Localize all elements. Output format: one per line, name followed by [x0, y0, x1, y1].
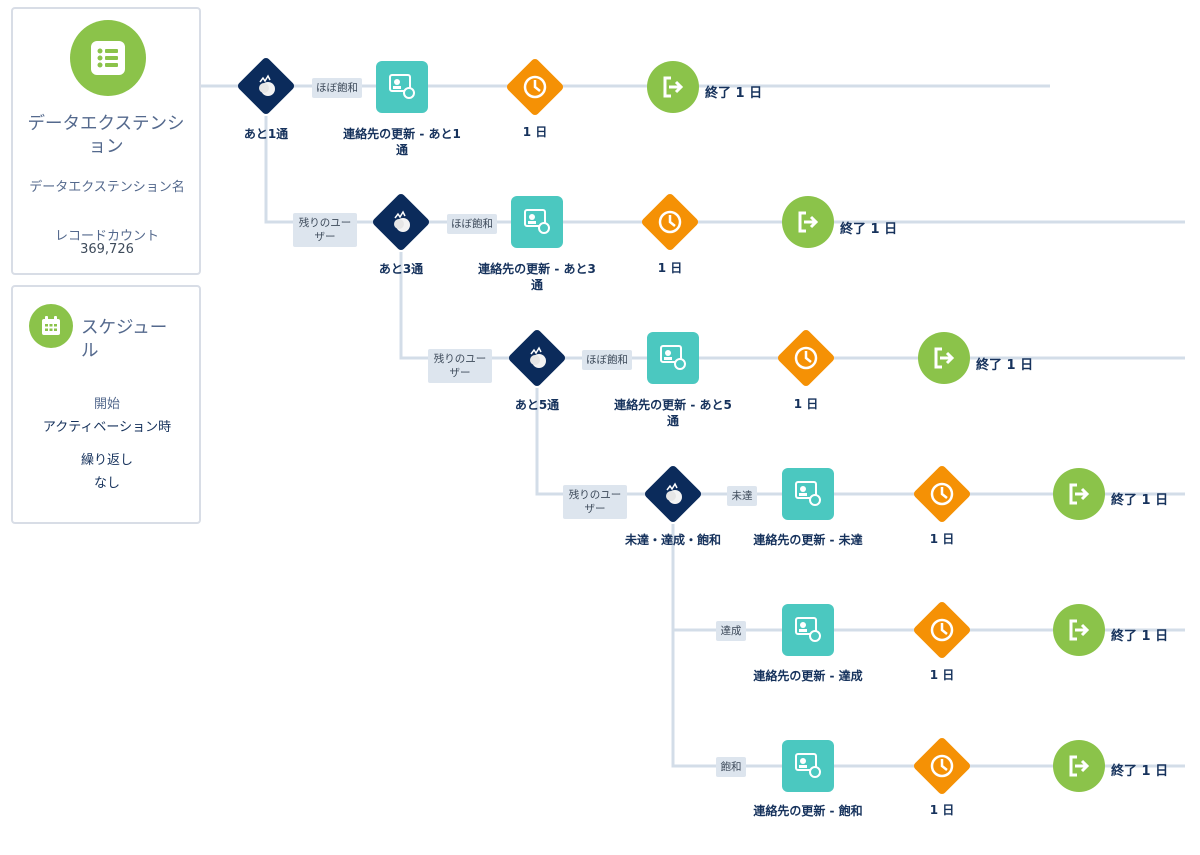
end-sub-2[interactable] — [1053, 740, 1105, 792]
contact-update-icon — [647, 332, 699, 384]
decision-split-2[interactable] — [371, 192, 431, 252]
update-contact-3[interactable] — [647, 332, 699, 384]
update-label-sub-2: 連絡先の更新 - 飽和 — [753, 804, 863, 818]
wait-label-1: 1 日 — [522, 125, 548, 139]
record-count-label: レコードカウント — [54, 229, 159, 244]
schedule-repeat-label: 繰り返し — [80, 453, 133, 468]
end-label-4: 終了 1 日 — [1111, 493, 1169, 508]
end-label-2: 終了 1 日 — [840, 222, 898, 237]
end-2[interactable] — [782, 196, 834, 248]
clock-icon — [913, 465, 971, 523]
update-label-3: 連絡先の更新 - あと5通 — [614, 398, 732, 428]
remaining-tag-2: 残りのユーザー — [293, 213, 357, 247]
exit-icon — [782, 196, 834, 248]
wait-2[interactable] — [640, 192, 700, 252]
data-extension-title: データエクステンション — [27, 114, 185, 157]
remaining-tag-3: 残りのユーザー — [428, 349, 492, 383]
exit-icon — [1053, 740, 1105, 792]
end-3[interactable] — [918, 332, 970, 384]
wait-label-sub-2: 1 日 — [929, 803, 955, 817]
wait-label-2: 1 日 — [657, 261, 683, 275]
split-label-1: あと1通 — [243, 127, 289, 141]
exit-icon — [1053, 604, 1105, 656]
update-contact-sub-1[interactable] — [782, 604, 834, 656]
end-sub-1[interactable] — [1053, 604, 1105, 656]
split-icon — [237, 57, 295, 115]
wait-4[interactable] — [912, 464, 972, 524]
end-label-3: 終了 1 日 — [976, 358, 1034, 373]
path-tag-3: ほぼ飽和 — [582, 350, 632, 370]
wait-3[interactable] — [776, 328, 836, 388]
data-extension-name: データエクステンション名 — [29, 180, 185, 195]
clock-icon — [641, 193, 699, 251]
decision-split-3[interactable] — [507, 328, 567, 388]
exit-icon — [1053, 468, 1105, 520]
clock-icon — [913, 737, 971, 795]
update-label-4: 連絡先の更新 - 未達 — [753, 533, 863, 547]
data-extension-card[interactable]: データエクステンション データエクステンション名 レコードカウント 369,72… — [11, 7, 201, 275]
schedule-title: スケジュール — [81, 318, 168, 361]
split-icon — [644, 465, 702, 523]
contact-update-icon — [782, 740, 834, 792]
schedule-card[interactable]: スケジュール 開始 アクティベーション時 繰り返し なし — [11, 285, 201, 524]
clock-icon — [506, 58, 564, 116]
schedule-start-value: アクティベーション時 — [42, 420, 172, 435]
update-contact-4[interactable] — [782, 468, 834, 520]
wait-label-4: 1 日 — [929, 532, 955, 546]
end-label-sub-2: 終了 1 日 — [1111, 764, 1169, 779]
wait-label-sub-1: 1 日 — [929, 668, 955, 682]
end-1[interactable] — [647, 61, 699, 113]
wait-label-3: 1 日 — [793, 397, 819, 411]
contact-update-icon — [782, 604, 834, 656]
exit-icon — [647, 61, 699, 113]
connector-sub-2 — [671, 524, 1185, 768]
end-label-sub-1: 終了 1 日 — [1111, 629, 1169, 644]
path-tag-4: 未達 — [727, 486, 757, 506]
schedule-start-label: 開始 — [93, 397, 120, 412]
contact-update-icon — [511, 196, 563, 248]
contact-update-icon — [376, 61, 428, 113]
split-icon — [372, 193, 430, 251]
update-label-sub-1: 連絡先の更新 - 達成 — [753, 669, 863, 683]
exit-icon — [918, 332, 970, 384]
clock-icon — [913, 601, 971, 659]
calendar-icon — [29, 304, 73, 348]
connector-row-2 — [264, 116, 1185, 224]
wait-sub-2[interactable] — [912, 736, 972, 796]
list-icon — [70, 20, 146, 96]
schedule-repeat-value: なし — [93, 476, 120, 491]
split-label-2: あと3通 — [378, 262, 424, 276]
contact-update-icon — [782, 468, 834, 520]
path-tag-sub-2: 飽和 — [716, 757, 746, 777]
clock-icon — [777, 329, 835, 387]
path-tag-1: ほぼ飽和 — [312, 78, 362, 98]
remaining-tag-4: 残りのユーザー — [563, 485, 627, 519]
record-count-value: 369,726 — [80, 242, 134, 257]
update-contact-1[interactable] — [376, 61, 428, 113]
decision-split-4[interactable] — [643, 464, 703, 524]
update-label-2: 連絡先の更新 - あと3通 — [478, 262, 596, 292]
split-icon — [508, 329, 566, 387]
end-4[interactable] — [1053, 468, 1105, 520]
wait-1[interactable] — [505, 57, 565, 117]
path-tag-2: ほぼ飽和 — [447, 214, 497, 234]
wait-sub-1[interactable] — [912, 600, 972, 660]
update-label-1: 連絡先の更新 - あと1通 — [343, 127, 461, 157]
split-label-3: あと5通 — [514, 398, 560, 412]
update-contact-sub-2[interactable] — [782, 740, 834, 792]
end-label-1: 終了 1 日 — [705, 86, 763, 101]
path-tag-sub-1: 達成 — [716, 621, 746, 641]
split-label-4: 未達・達成・飽和 — [624, 533, 721, 547]
update-contact-2[interactable] — [511, 196, 563, 248]
decision-split-1[interactable] — [236, 56, 296, 116]
